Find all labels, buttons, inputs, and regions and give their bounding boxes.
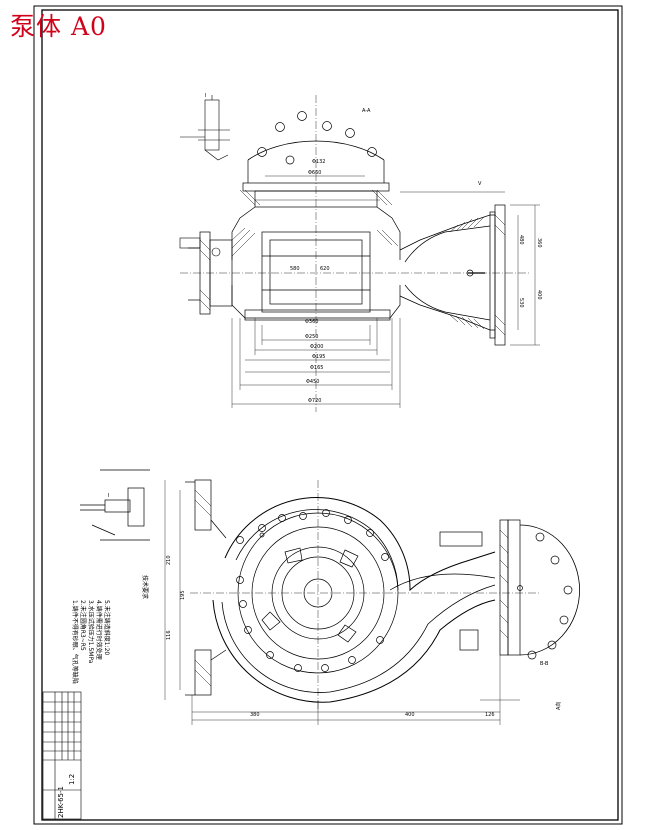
bottom-dim-texts: 210 195 116 380 400 126 A向 B-B I: [108, 493, 562, 718]
inner-border: [41, 9, 619, 821]
svg-text:A-A: A-A: [362, 108, 371, 114]
svg-text:Φ250: Φ250: [305, 334, 318, 340]
drawing-scale: 1:2: [68, 773, 76, 785]
svg-text:Φ200: Φ200: [310, 344, 323, 350]
svg-text:210: 210: [166, 555, 172, 565]
svg-text:360: 360: [536, 238, 542, 248]
svg-text:Φ720: Φ720: [308, 398, 321, 404]
svg-text:400: 400: [405, 712, 415, 718]
note-line-5: 5.未注铸造斜度1:20: [103, 600, 110, 656]
svg-text:Φ132: Φ132: [312, 159, 325, 165]
svg-text:480: 480: [518, 235, 524, 245]
svg-text:530: 530: [518, 298, 524, 308]
svg-text:400: 400: [536, 290, 542, 300]
svg-text:A向: A向: [555, 702, 562, 710]
svg-text:V: V: [478, 181, 482, 187]
svg-text:380: 380: [250, 712, 260, 718]
svg-text:Φ165: Φ165: [310, 365, 323, 371]
svg-text:Φ450: Φ450: [306, 379, 319, 385]
svg-text:195: 195: [180, 590, 186, 600]
notes-heading: 技术要求: [141, 575, 148, 600]
svg-text:Φ660: Φ660: [308, 170, 321, 176]
drawing-number: 2HK-65-1: [57, 786, 65, 818]
svg-text:580: 580: [290, 266, 300, 272]
top-section-view: [179, 95, 540, 412]
svg-text:620: 620: [320, 266, 330, 272]
svg-text:Φ195: Φ195: [312, 354, 325, 360]
svg-text:126: 126: [485, 712, 495, 718]
top-dim-texts: Φ360 Φ250 Φ200 Φ195 Φ165 Φ450 Φ720 Φ660 …: [205, 93, 542, 404]
title-block: [42, 691, 82, 820]
svg-text:Φ360: Φ360: [305, 319, 318, 325]
outer-border: [33, 5, 623, 825]
page-title: 泵体 A0: [10, 12, 107, 41]
svg-text:I: I: [205, 93, 206, 99]
technical-notes: 技术要求: [141, 575, 150, 599]
svg-text:I: I: [108, 493, 109, 499]
svg-text:B-B: B-B: [540, 661, 549, 667]
svg-text:116: 116: [166, 630, 172, 640]
bottom-volute-view: [80, 469, 580, 725]
